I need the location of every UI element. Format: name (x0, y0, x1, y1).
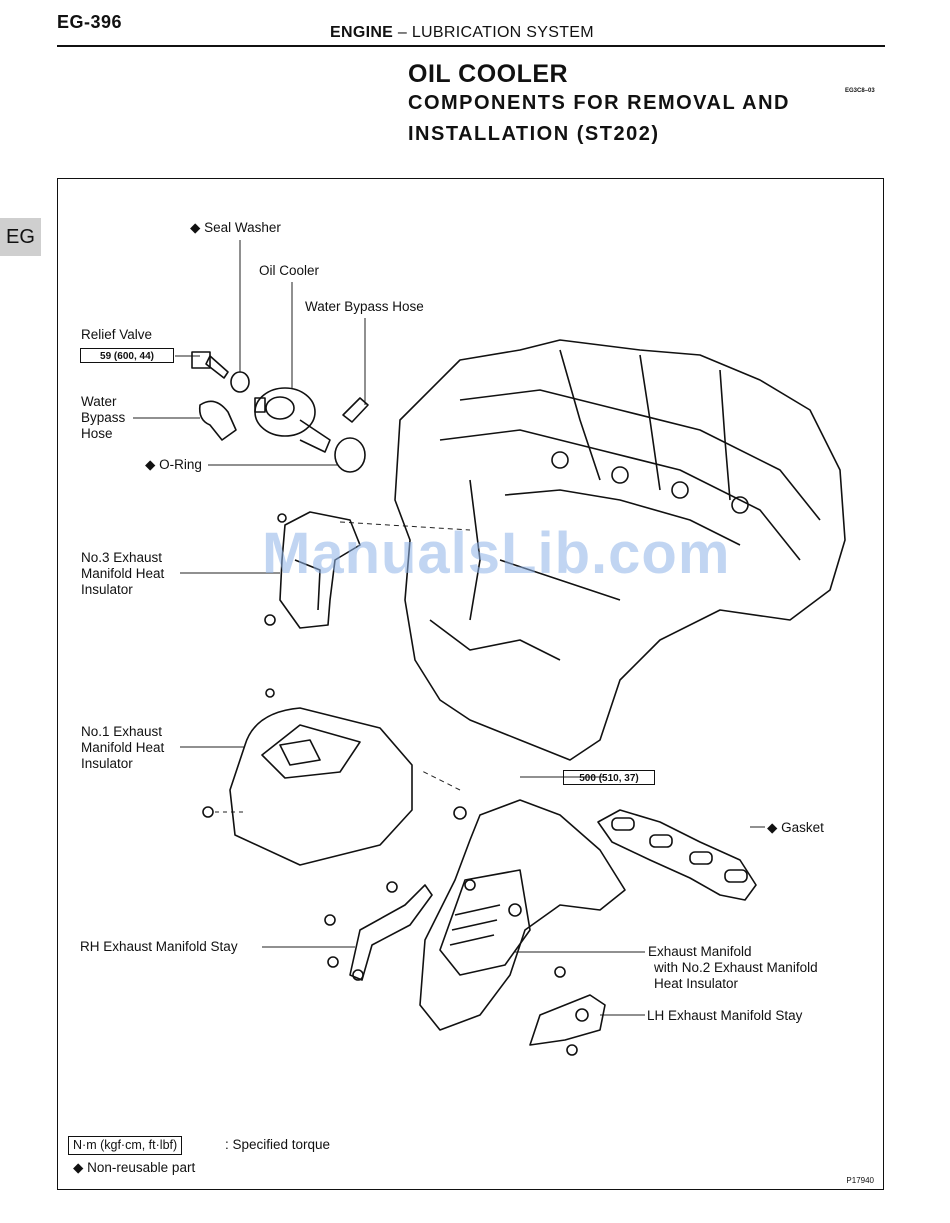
section-name: ENGINE (330, 24, 394, 41)
page-subtitle-line2: INSTALLATION (ST202) (408, 123, 660, 145)
no1-heat-insulator-part (202, 688, 413, 866)
no3-heat-insulator-part (264, 511, 361, 629)
label-line: Hose (81, 426, 113, 441)
header-rule (57, 45, 885, 47)
gasket-part (597, 809, 757, 901)
label-no3-insulator: No.3 Exhaust Manifold Heat Insulator (81, 550, 164, 598)
page-title: OIL COOLER (408, 60, 569, 88)
label-oil-cooler: Oil Cooler (259, 263, 320, 278)
label-water-bypass-hose-left: Water Bypass Hose (81, 394, 125, 442)
oil-cooler-part (254, 387, 331, 453)
label-gasket: ◆ Gasket (767, 820, 824, 835)
legend-nonreusable: ◆ Non-reusable part (73, 1160, 196, 1175)
header-separator: – (397, 24, 408, 41)
subsection-name: LUBRICATION SYSTEM (411, 24, 594, 41)
seal-washer-part (230, 371, 250, 393)
label-line: Bypass (81, 410, 126, 425)
label-relief-valve: Relief Valve (81, 327, 153, 342)
label-line: Exhaust Manifold (648, 944, 752, 959)
label-line: Heat Insulator (654, 976, 739, 991)
legend-torque-desc: : Specified torque (225, 1137, 331, 1152)
running-header: ENGINE – LUBRICATION SYSTEM (330, 24, 594, 42)
label-line: Manifold Heat (81, 566, 165, 581)
watermark: ManualsLib.com (262, 521, 731, 586)
label-exhaust-manifold: Exhaust Manifold with No.2 Exhaust Manif… (648, 944, 818, 992)
label-line: Water (81, 394, 117, 409)
label-lh-stay: LH Exhaust Manifold Stay (647, 1008, 803, 1023)
rh-stay-part (324, 881, 433, 981)
side-tab: EG (0, 218, 41, 256)
leader-lines (133, 240, 765, 1016)
label-line: Insulator (81, 582, 133, 597)
label-line: No.3 Exhaust (81, 550, 163, 565)
figure-id: P17940 (846, 1176, 874, 1185)
label-line: with No.2 Exhaust Manifold (654, 960, 818, 975)
page-subtitle-line1: COMPONENTS FOR REMOVAL AND (408, 92, 790, 114)
label-o-ring: ◆ O-Ring (145, 457, 202, 472)
o-ring-part (334, 437, 366, 473)
exhaust-manifold-part (419, 799, 626, 1031)
label-rh-stay: RH Exhaust Manifold Stay (80, 939, 238, 954)
lh-stay-part (529, 966, 606, 1056)
water-bypass-hose-top-part (342, 397, 369, 423)
page-number: EG-396 (57, 12, 123, 32)
relief-valve-part (191, 351, 229, 379)
label-water-bypass-hose-top: Water Bypass Hose (305, 299, 424, 314)
legend-torque-unit: N·m (kgf·cm, ft·lbf) (68, 1136, 183, 1155)
engine-assembly-drawing (394, 339, 846, 761)
label-line: Insulator (81, 756, 133, 771)
label-seal-washer: ◆ Seal Washer (190, 220, 281, 235)
diagram-frame (57, 178, 884, 1190)
label-line: Manifold Heat (81, 740, 165, 755)
document-code: EG3C8–03 (845, 88, 875, 94)
label-line: No.1 Exhaust (81, 724, 163, 739)
manifold-nut-part (453, 806, 467, 820)
torque-box-manifold-nut: 500 (510, 37) (563, 770, 655, 785)
torque-box-relief-valve: 59 (600, 44) (80, 348, 174, 363)
water-bypass-hose-left-part (198, 400, 237, 441)
label-no1-insulator: No.1 Exhaust Manifold Heat Insulator (81, 724, 164, 772)
